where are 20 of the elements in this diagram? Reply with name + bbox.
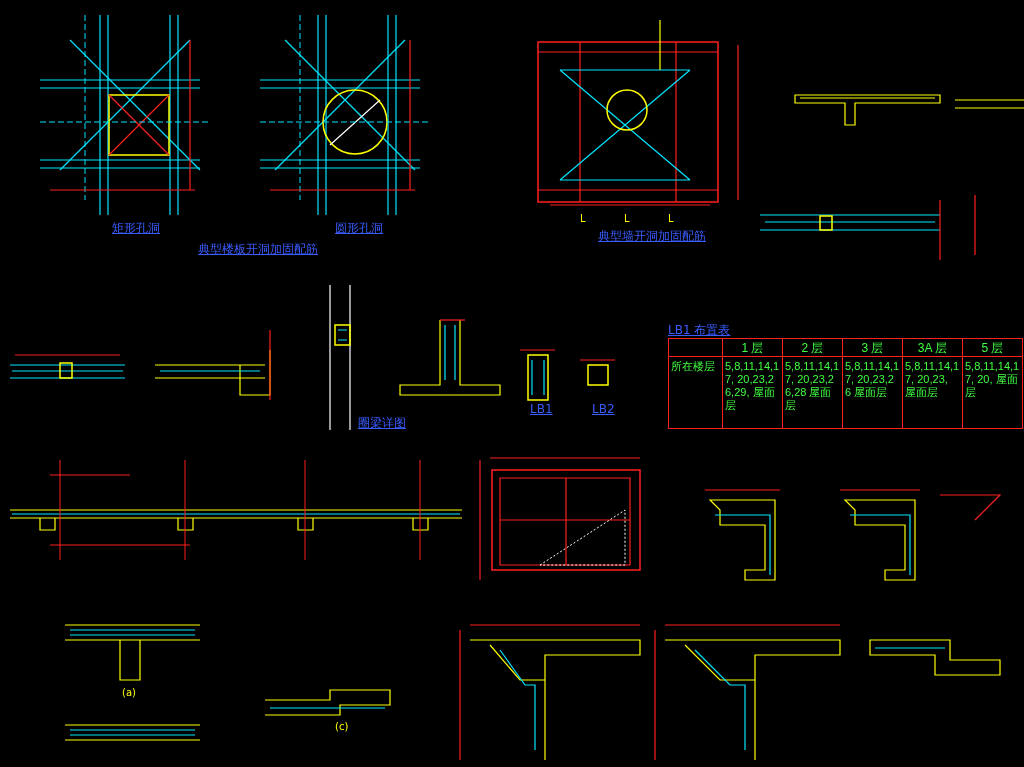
section-label: LB1 — [530, 403, 553, 416]
table-cell: 1 层 — [722, 338, 783, 357]
dimension-label: L — [624, 212, 630, 225]
table-cell: 2 层 — [782, 338, 843, 357]
drawing-title: 圆形孔洞 — [335, 222, 383, 235]
section-label: LB2 — [592, 403, 615, 416]
drawing-title: 圈梁详图 — [358, 417, 406, 430]
drawing-title: 典型楼板开洞加固配筋 — [198, 243, 318, 256]
drawing-title: 典型墙开洞加固配筋 — [598, 230, 706, 243]
table-cell: 5,8,11,14,17, 20, 屋面层 — [962, 356, 1023, 429]
dimension-label: L — [580, 212, 586, 225]
table-cell: 3 层 — [842, 338, 903, 357]
dimension-label: L — [668, 212, 674, 225]
detail-label: (a) — [122, 686, 136, 699]
detail-label: (c) — [335, 720, 349, 733]
table-cell: 3A 层 — [902, 338, 963, 357]
drawing-title: 矩形孔洞 — [112, 222, 160, 235]
table-cell: 5 层 — [962, 338, 1023, 357]
table-cell: 所在楼层 — [668, 356, 723, 429]
table-title: LB1 布置表 — [668, 324, 731, 337]
